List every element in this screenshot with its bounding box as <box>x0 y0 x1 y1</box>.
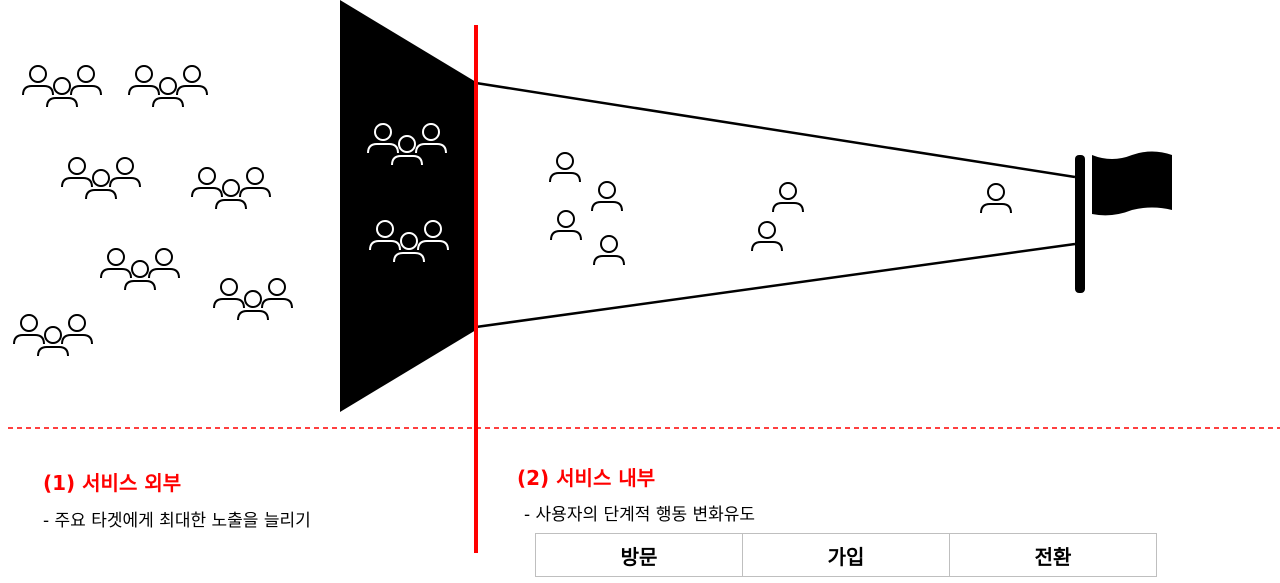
group-icon <box>101 249 179 290</box>
flag-icon <box>1075 151 1172 293</box>
inside-persons <box>549 152 1012 266</box>
person-icon <box>980 183 1012 214</box>
person-icon <box>550 210 582 241</box>
group-icon <box>62 158 140 199</box>
stage-conversion: 전환 <box>1034 544 1072 569</box>
group-icon <box>14 315 92 356</box>
person-icon <box>751 221 783 252</box>
inside-section-title: (2) 서비스 내부 <box>517 466 656 490</box>
outside-section-title: (1) 서비스 외부 <box>43 471 182 495</box>
megaphone-mouth <box>340 0 476 412</box>
group-icon <box>129 66 207 107</box>
person-icon <box>772 182 804 213</box>
outside-crowd <box>14 66 292 356</box>
stage-table: 방문 가입 전환 <box>535 533 1157 577</box>
group-icon <box>192 168 270 209</box>
group-icon <box>214 279 292 320</box>
cone-top-line <box>475 81 1076 179</box>
cone-bottom-line <box>475 242 1076 329</box>
person-icon <box>593 235 625 266</box>
person-icon <box>549 152 581 183</box>
stage-signup: 가입 <box>743 534 950 576</box>
group-icon <box>23 66 101 107</box>
inside-section-description: - 사용자의 단계적 행동 변화유도 <box>524 505 756 525</box>
person-icon <box>591 181 623 212</box>
outside-section-description: - 주요 타겟에게 최대한 노출을 늘리기 <box>43 511 311 531</box>
stage-visit: 방문 <box>536 534 743 576</box>
